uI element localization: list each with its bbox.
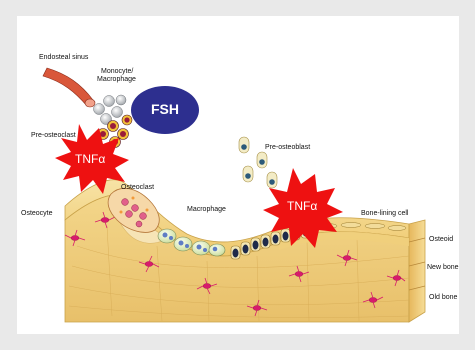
tnf-alpha-right-label: TNFα [287,199,317,213]
fsh-label: FSH [151,101,179,117]
pre-osteoblast-label: Pre-osteoblast [265,144,310,152]
monocyte-macrophage-label-line1: Monocyte/ [101,68,133,76]
macrophage-label: Macrophage [187,206,226,214]
bone-lining-cell-label: Bone-lining cell [361,210,408,218]
monocyte-macrophage-label-line2: Macrophage [97,76,136,84]
endosteal-sinus-vessel [43,68,95,107]
pre-osteoclast-label: Pre-osteoclast [31,132,76,140]
osteoclast-label: Osteoclast [121,184,154,192]
bone-remodeling-illustration [17,16,459,334]
tnf-alpha-left-label: TNFα [75,152,105,166]
figure-panel: Endosteal sinus Monocyte/ Macrophage FSH… [17,16,459,334]
osteoid-label: Osteoid [429,236,453,244]
new-bone-label: New bone [427,264,459,272]
endosteal-sinus-label: Endosteal sinus [39,54,88,62]
osteocyte-label: Osteocyte [21,210,53,218]
old-bone-label: Old bone [429,294,457,302]
